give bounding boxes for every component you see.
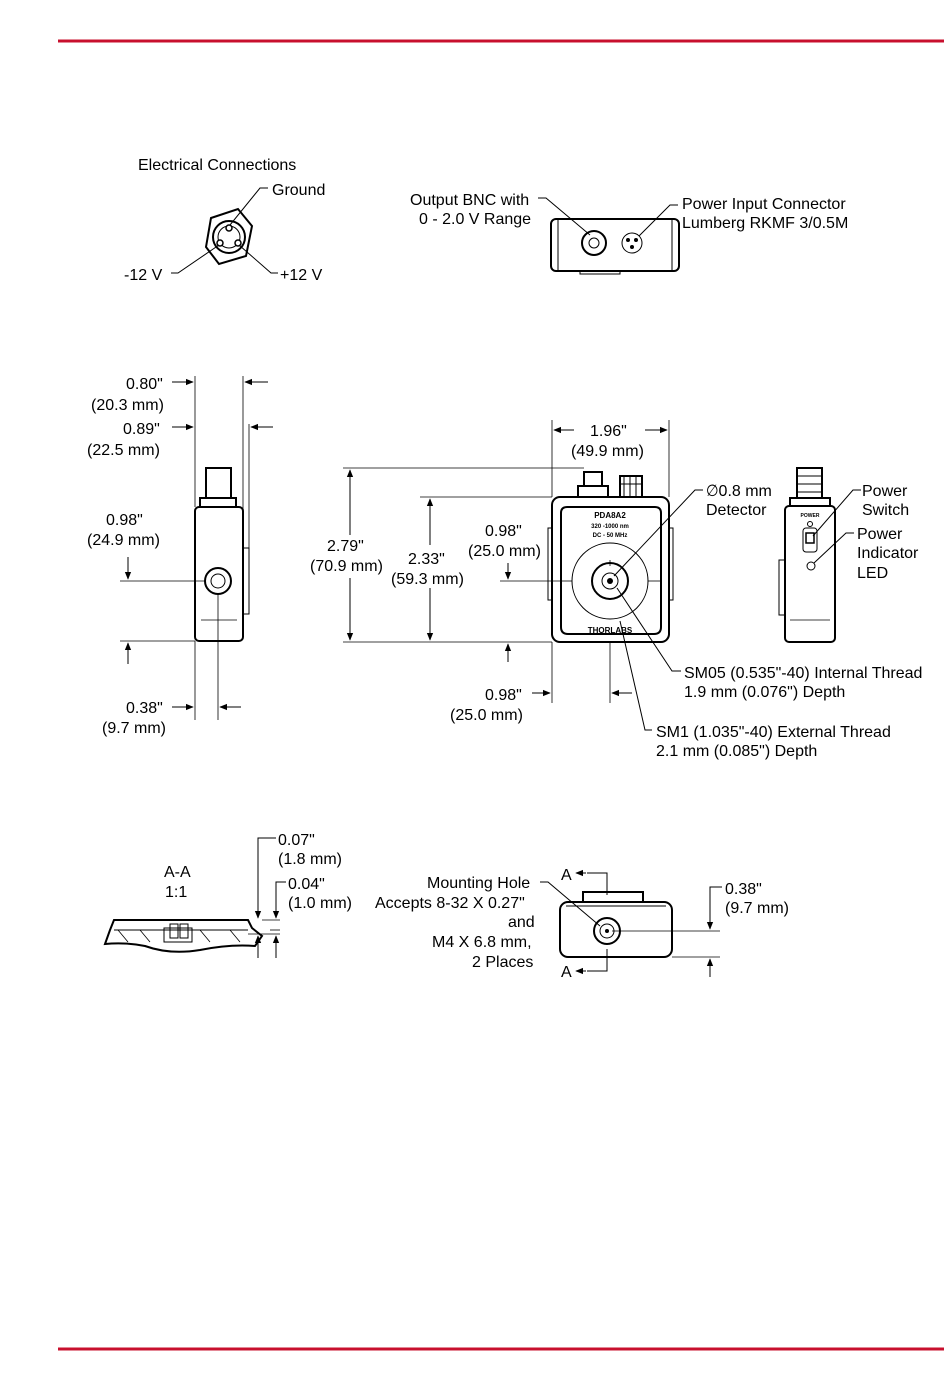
dim-098a-in: 0.98" [106,512,143,529]
detector-line2: Detector [706,502,767,519]
power-led-line3: LED [857,565,888,582]
right-side-view: POWER Power Switch Power Indicator LED [778,467,919,643]
dim-098b-mm: (25.0 mm) [468,543,541,560]
sm1-line2: 2.1 mm (0.085") Depth [656,743,817,760]
bottom-view: A A Mounting Hole Accepts 8-32 X 0.27" a… [375,867,789,981]
dim-080-mm: (20.3 mm) [91,397,164,414]
dim-098b-in: 0.98" [485,523,522,540]
mount-line3: and [508,914,535,931]
section-mark-top: A [561,867,572,884]
dim-196-mm: (49.9 mm) [571,443,644,460]
mount-line4: M4 X 6.8 mm, [432,934,532,951]
left-side-view: 0.80" (20.3 mm) 0.89" (22.5 mm) 0.98" (2… [87,376,273,737]
sm05-line1: SM05 (0.535"-40) Internal Thread [684,665,922,682]
dim-233-in: 2.33" [408,551,445,568]
dim-279-mm: (70.9 mm) [310,558,383,575]
section-aa-view: A-A 1:1 0.07" (1.8 mm) 0.04" (1.0 mm) [103,832,352,958]
power-input-line1: Power Input Connector [682,196,846,213]
dim-004-mm: (1.0 mm) [288,895,352,912]
dim-007-in: 0.07" [278,832,315,849]
dim-089-in: 0.89" [123,421,160,438]
dim-004-in: 0.04" [288,876,325,893]
mount-line5: 2 Places [472,954,533,971]
power-small-label: POWER [801,513,820,519]
dim-098c-mm: (25.0 mm) [450,707,523,724]
section-mark-bottom: A [561,964,572,981]
sm1-line1: SM1 (1.035"-40) External Thread [656,724,891,741]
output-bnc-line2: 0 - 2.0 V Range [419,211,531,228]
power-switch-line1: Power [862,483,908,500]
ground-label: Ground [272,182,325,199]
dim-038a-mm: (9.7 mm) [102,720,166,737]
electrical-connections-title: Electrical Connections [138,157,296,174]
dim-279-in: 2.79" [327,538,364,555]
dim-196-in: 1.96" [590,423,627,440]
dim-038b-in: 0.38" [725,881,762,898]
end-view-figure: Output BNC with 0 - 2.0 V Range Power In… [410,192,848,275]
product-range: 320 -1000 nm [591,524,629,530]
detector-line1: ∅0.8 mm [706,483,772,500]
power-switch-line2: Switch [862,502,909,519]
dim-080-in: 0.80" [126,376,163,393]
dim-098c-in: 0.98" [485,687,522,704]
mount-line2: Accepts 8-32 X 0.27" [375,895,525,912]
power-input-line2: Lumberg RKMF 3/0.5M [682,215,848,232]
dim-007-mm: (1.8 mm) [278,851,342,868]
dim-233-mm: (59.3 mm) [391,571,464,588]
front-view: PDA8A2 320 -1000 nm DC - 50 MHz THORLABS… [310,420,922,760]
section-scale: 1:1 [165,884,187,901]
dim-038b-mm: (9.7 mm) [725,900,789,917]
brand-label: THORLABS [588,626,633,635]
mount-line1: Mounting Hole [427,875,530,892]
sm05-line2: 1.9 mm (0.076") Depth [684,684,845,701]
section-aa-title: A-A [164,864,191,881]
minus12-label: -12 V [124,267,163,284]
power-led-line1: Power [857,526,903,543]
electrical-connector-figure: Electrical Connections Ground -12 V +12 … [124,157,325,284]
dim-098a-mm: (24.9 mm) [87,532,160,549]
output-bnc-line1: Output BNC with [410,192,529,209]
plus12-label: +12 V [280,267,323,284]
power-led-line2: Indicator [857,545,919,562]
product-bw: DC - 50 MHz [593,533,628,539]
product-model: PDA8A2 [594,511,626,520]
dim-038a-in: 0.38" [126,700,163,717]
dim-089-mm: (22.5 mm) [87,442,160,459]
